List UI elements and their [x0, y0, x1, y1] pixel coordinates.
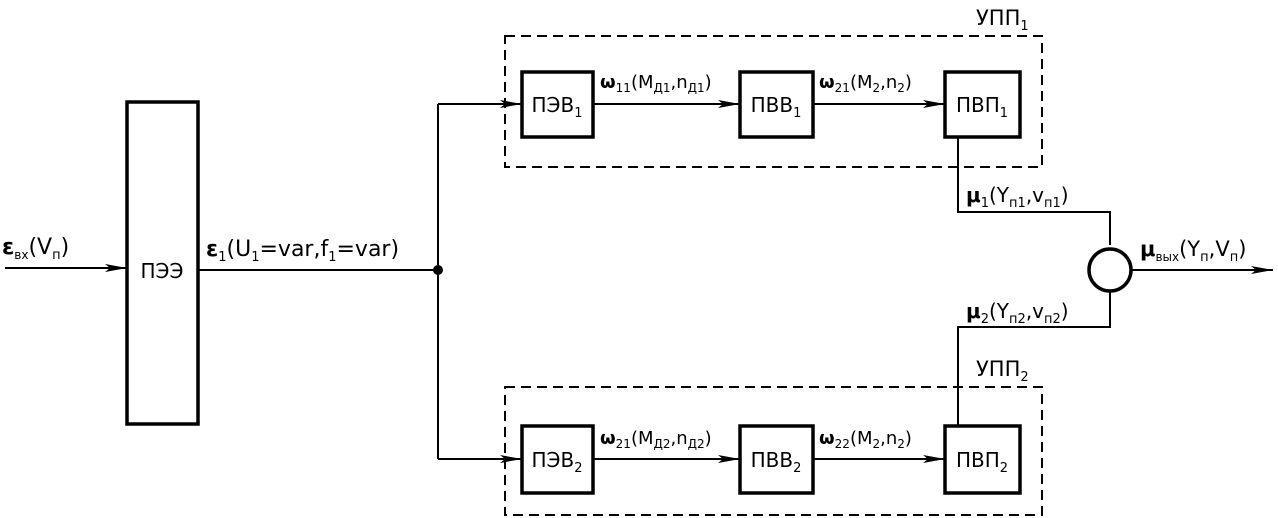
block-pev2-label: ПЭВ2	[531, 448, 582, 476]
block-pee	[125, 100, 200, 426]
block-pev2	[520, 424, 595, 495]
block-pvv1	[738, 70, 815, 139]
block-pvp2	[943, 424, 1022, 495]
block-pvp1-label: ПВП1	[956, 93, 1008, 121]
signal-e1-label: ε1(U1=var,f1=var)	[206, 237, 399, 265]
pvp1-to-sum-line	[957, 137, 1111, 245]
signal-mu1-label: μ1(Yп1,vп1)	[966, 183, 1069, 211]
block-pev1-label: ПЭВ1	[531, 93, 582, 121]
block-pvv2	[738, 424, 815, 495]
signal-w21-top-label: ω21(M2,n2)	[819, 72, 912, 95]
block-pvv1-label: ПВВ1	[751, 93, 802, 121]
signal-output-label: μвых(Yп,Vп)	[1140, 237, 1246, 265]
block-pvp2-label: ПВП2	[956, 448, 1008, 476]
block-pvv2-label: ПВВ2	[751, 448, 802, 476]
signal-w21-bottom-label: ω21(MД2,nД2)	[600, 428, 712, 451]
group-label-upp2: УПП2	[976, 357, 1029, 385]
summing-node	[1087, 247, 1133, 293]
branch-junction-dot	[433, 265, 443, 275]
group-label-upp1: УПП1	[976, 6, 1029, 34]
signal-input-label: εвх(Vп)	[2, 235, 69, 263]
signal-w22-label: ω22(M2,n2)	[819, 428, 912, 451]
signal-mu2-label: μ2(Yп2,vп2)	[966, 299, 1069, 327]
block-pev1	[520, 70, 595, 139]
signal-w11-label: ω11(MД1,nД1)	[600, 72, 712, 95]
group-frame-upp2	[504, 386, 1043, 516]
pvp2-to-sum-line	[957, 292, 1111, 426]
block-pvp1	[943, 70, 1022, 139]
block-pee-label: ПЭЭ	[141, 259, 184, 283]
